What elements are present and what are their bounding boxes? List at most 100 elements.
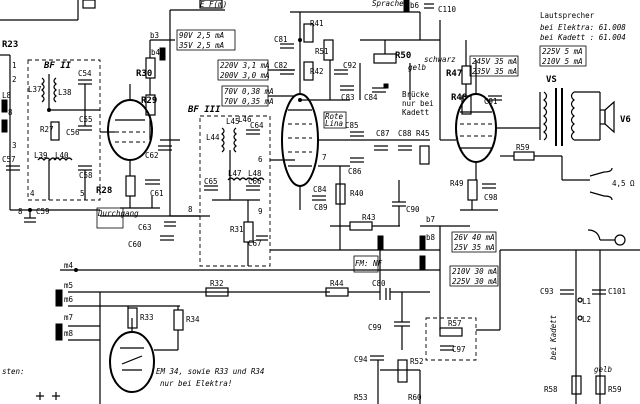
label-bruecke-1: Brücke [402,90,430,99]
label-c81: C81 [274,35,288,44]
voltage-2a: 220V 3,1 mA [220,61,270,70]
label-l40: L40 [55,151,69,160]
voltage-3b: 70V 0,35 mA [224,97,274,106]
label-bf3: BF III [187,105,221,115]
label-c59: C59 [36,207,50,216]
label-c84b: C84 [364,93,378,102]
label-c93: C93 [540,287,554,296]
label-b4: b4 [151,48,161,57]
tube-2-top-circuit: C81 C82 R41 R42 R51 C92 C83 [274,11,357,102]
label-c61: C61 [150,189,164,198]
voltage-4a: 245V 35 mA [472,57,517,66]
label-l1: L1 [582,297,591,306]
label-c57: C57 [2,155,16,164]
speaker-title: Lautsprecher [540,11,595,20]
label-m5: m5 [64,281,73,290]
label-r45: R45 [416,129,430,138]
label-bruecke-2: nur bei [402,99,434,108]
l8-contact [1,99,8,113]
svg-text:Rote: Rote [325,112,344,121]
voltage-3a: 70V 0,38 mA [224,87,274,96]
label-c80: C80 [372,279,386,288]
label-r32: R32 [210,279,224,288]
label-kadett: bei Kadett [549,314,558,360]
label-r44: R44 [330,279,344,288]
l8-contact-b [1,119,8,133]
label-r23: R23 [2,40,18,50]
speaker-elektra: bei Elektra: 61.008 [540,23,626,32]
label-r60: R60 [408,393,422,402]
label-r59: R59 [516,143,530,152]
label-ohm: 4,5 Ω [612,179,635,188]
label-r53: R53 [354,393,368,402]
label-b8: b8 [426,233,436,242]
label-r48: R48 [451,93,467,103]
left-lower-switches: m4 m5 m6 m7 m8 sten: [2,261,440,404]
label-n6: 6 [258,155,263,164]
label-durch: Durchgang [97,209,139,218]
label-c65: C65 [204,177,218,186]
right-lower-circuit: C93 C101 L1 L2 bei Kadett gelb R58 R59 [500,249,640,404]
label-bf2: BF II [43,61,72,71]
label-c91: C91 [484,97,498,106]
label-l48: L48 [248,169,262,178]
label-c66: C66 [248,177,262,186]
voltage-6b: 25V 35 mA [454,243,495,252]
label-gelb-2: gelb [594,365,613,374]
tube-3-circuit: R47 R48 C91 245V 35 mA 235V 35 mA R59 R4… [439,40,562,330]
label-ef: E F(m) [200,0,227,9]
label-m6: m6 [64,295,74,304]
label-r50: R50 [395,51,411,61]
tube-1 [100,84,153,176]
label-n2: 2 [12,75,17,84]
label-c90: C90 [406,205,420,214]
voltage-7b: 225V 30 mA [452,277,497,286]
bf2-filter-block: BF II L37 L38 L39 L40 C54 C55 C58 C57 C5… [1,55,101,223]
label-b3: b3 [150,31,159,40]
label-n8b: 8 [188,205,193,214]
label-n5: 5 [80,189,85,198]
voltage-5a: 225V 5 mA [542,47,583,56]
label-m8: m8 [64,329,74,338]
em34-tuning-indicator: R33 R34 R32 EM 34, sowie R33 und R34 nur… [109,279,264,393]
label-m7: m7 [64,313,73,322]
label-r34: R34 [186,315,200,324]
r23-area: R23 [0,0,96,56]
label-r29: R29 [141,96,157,106]
label-c89: C89 [314,203,328,212]
label-gelb: gelb [408,63,427,72]
label-c110: C110 [438,5,457,14]
label-m4: m4 [64,261,74,270]
label-c87: C87 [376,129,390,138]
voltage-7a: 210V 30 mA [452,267,497,276]
label-fm: FM: NF [355,259,383,268]
label-sprache: Sprache [372,0,404,8]
label-l46: L46 [238,115,252,124]
label-v6: V6 [620,115,631,125]
label-n7: 7 [322,153,327,162]
label-r51: R51 [315,47,329,56]
label-r30: R30 [136,69,152,79]
label-r57: R57 [448,319,462,328]
label-c82: C82 [274,61,288,70]
label-c54: C54 [78,69,92,78]
tube-1-circuit: R30 R29 b3 b4 E F(m) 90V 2,5 mA 35V 2,5 … [96,0,236,249]
label-l45: L45 [226,117,240,126]
label-c84: C84 [313,185,327,194]
label-r28: R28 [96,186,112,196]
label-c88: C88 [398,129,412,138]
label-b6: b6 [410,1,420,10]
label-c62: C62 [145,151,159,160]
em34-note-1: EM 34, sowie R33 und R34 [156,367,264,376]
voltage-2b: 200V 3,0 mA [220,71,270,80]
label-l8n: 8 [8,108,13,117]
voltage-1a: 90V 2,5 mA [179,31,224,40]
label-r27: R27 [40,125,54,134]
label-n1: 1 [12,61,17,70]
label-n3: 3 [12,141,17,150]
label-r42: R42 [310,67,324,76]
label-l2: L2 [582,315,591,324]
label-c64: C64 [250,121,264,130]
label-c85: C85 [345,121,359,130]
